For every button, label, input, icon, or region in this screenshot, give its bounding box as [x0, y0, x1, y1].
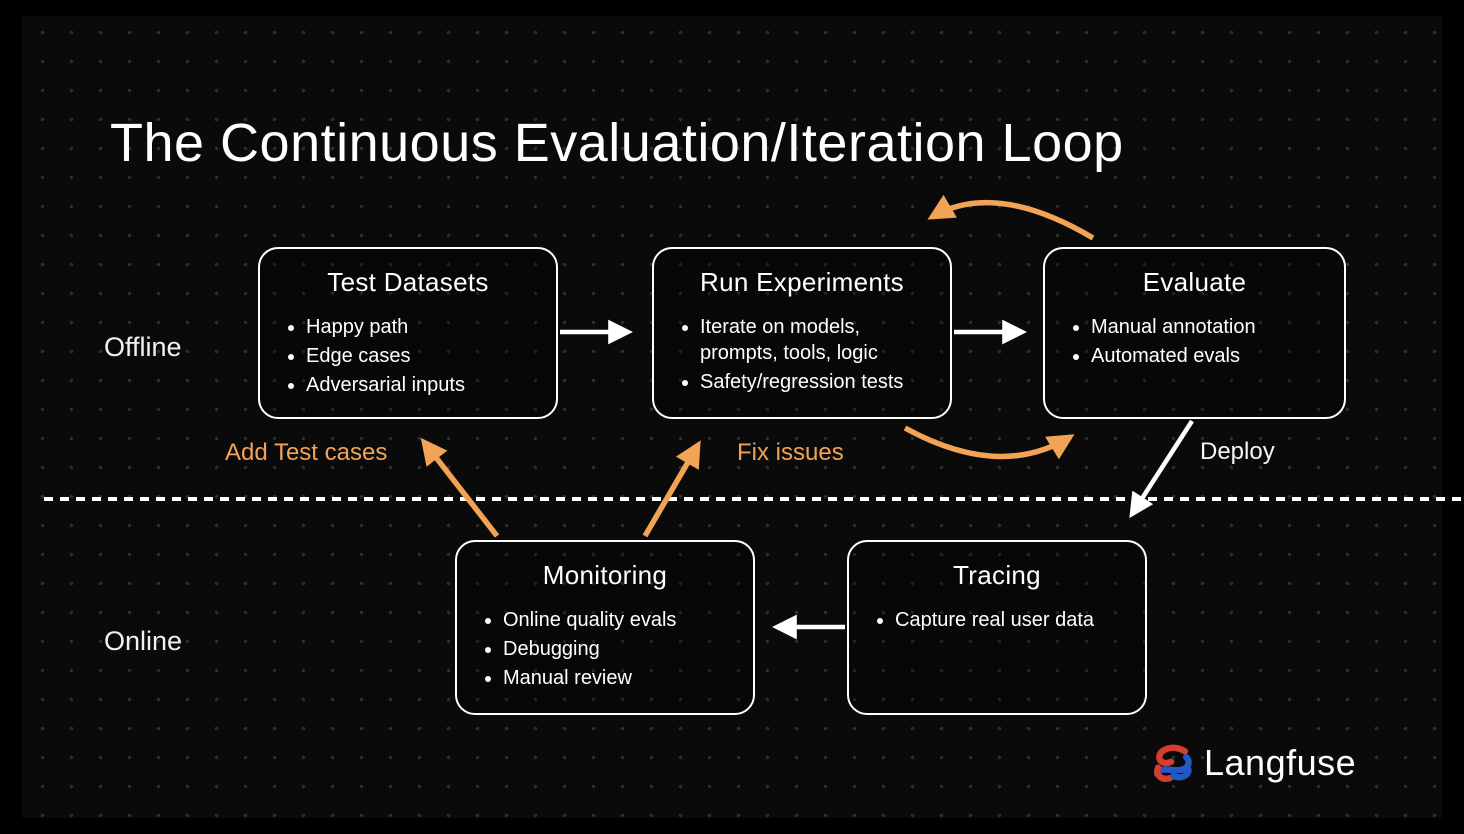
node-title: Test Datasets: [327, 267, 489, 297]
edge-label-fix-issues: Fix issues: [737, 439, 844, 466]
node-title: Monitoring: [542, 560, 668, 590]
node-bullet-list: Capture real user data: [849, 607, 1145, 633]
bullet-item: Debugging: [503, 636, 745, 662]
node-title: Evaluate: [1142, 267, 1247, 297]
offline-online-divider: [44, 497, 1464, 501]
page-title: The Continuous Evaluation/Iteration Loop: [110, 113, 1124, 173]
node-bullet-list: Manual annotation Automated evals: [1045, 314, 1344, 369]
node-title: Tracing: [953, 560, 1041, 590]
langfuse-logo: Langfuse: [1150, 742, 1356, 784]
online-section-label: Online: [104, 626, 183, 656]
langfuse-wordmark: Langfuse: [1204, 742, 1357, 783]
node-monitoring: Monitoring Online quality evals Debuggin…: [455, 540, 755, 715]
bullet-item: Online quality evals: [503, 607, 745, 633]
node-bullet-list: Online quality evals Debugging Manual re…: [457, 607, 753, 691]
node-bullet-list: Happy path Edge cases Adversarial inputs: [260, 314, 556, 398]
bullet-item: Adversarial inputs: [306, 372, 548, 398]
bullet-item: Happy path: [306, 314, 548, 340]
bullet-item: Manual review: [503, 665, 745, 691]
bullet-item: Capture real user data: [895, 607, 1137, 633]
langfuse-logo-icon: [1153, 744, 1192, 782]
bullet-item: Automated evals: [1091, 343, 1336, 369]
edge-label-add-test-cases: Add Test cases: [225, 439, 388, 466]
bullet-item: Edge cases: [306, 343, 548, 369]
bullet-item: Iterate on models, prompts, tools, logic: [700, 314, 942, 366]
node-tracing: Tracing Capture real user data: [847, 540, 1147, 715]
node-test-datasets: Test Datasets Happy path Edge cases Adve…: [258, 247, 558, 419]
node-run-experiments: Run Experiments Iterate on models, promp…: [652, 247, 952, 419]
node-evaluate: Evaluate Manual annotation Automated eva…: [1043, 247, 1346, 419]
node-title: Run Experiments: [700, 267, 904, 297]
bullet-item: Safety/regression tests: [700, 369, 942, 395]
edge-label-deploy: Deploy: [1200, 438, 1275, 465]
offline-section-label: Offline: [104, 332, 182, 362]
node-bullet-list: Iterate on models, prompts, tools, logic…: [654, 314, 950, 395]
bullet-item: Manual annotation: [1091, 314, 1336, 340]
